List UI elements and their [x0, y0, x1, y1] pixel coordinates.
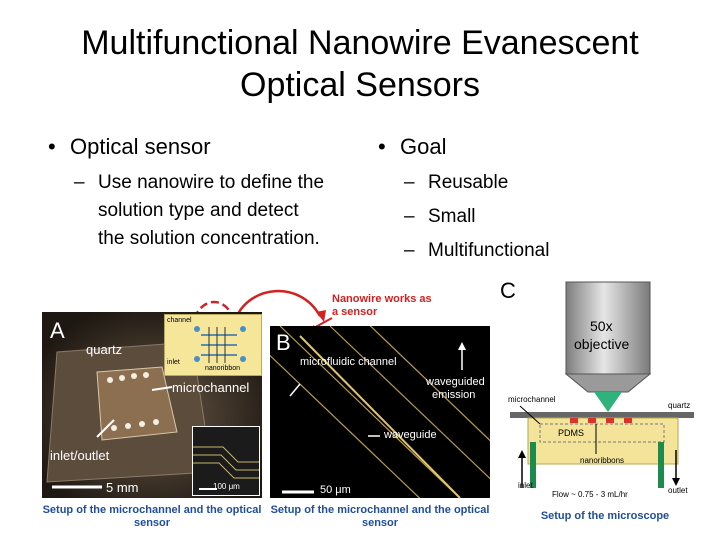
quartz-plate: [510, 412, 694, 418]
panel-c-objective-line-2: objective: [574, 336, 630, 352]
objective-tip: [564, 373, 652, 393]
panel-c-pdms-label: PDMS: [558, 428, 585, 438]
panel-c-nanoribbons-label: nanoribbons: [580, 456, 625, 465]
right-column: Goal Reusable Small Multifunctional: [378, 133, 678, 265]
panel-a-inlet-outlet-label: inlet/outlet: [50, 448, 110, 463]
slide-title: Multifunctional Nanowire Evanescent Opti…: [30, 22, 690, 106]
objective-body: [565, 281, 651, 375]
panel-c-outlet-label: outlet: [668, 486, 688, 495]
panel-c-microchannel-label: microchannel: [508, 395, 556, 404]
panel-b-waveguided-label-2: emission: [432, 389, 476, 401]
panel-b-waveguide-label: waveguide: [384, 429, 437, 441]
bullet-goal: Goal: [378, 133, 678, 161]
panel-b-waveguided-label-1: waveguided: [426, 376, 485, 388]
panel-c-drawing: [510, 281, 694, 488]
panel-c-quartz-label: quartz: [668, 401, 691, 410]
annotation-line-2: a sensor: [332, 306, 378, 318]
caption-panel-a: Setup of the microchannel and the optica…: [42, 504, 262, 529]
panel-a-microchannel-label: microchannel: [172, 380, 250, 395]
bullet-optical-sensor: Optical sensor: [48, 133, 348, 161]
sub-bullet-reusable: Reusable: [404, 169, 678, 197]
panel-a-scale-label: 5 mm: [106, 480, 139, 495]
annotation-curve-arrow: [234, 289, 322, 319]
panel-c-inlet-label: inlet: [518, 481, 533, 490]
micro-inset-scale: 100 μm: [213, 482, 240, 491]
micro-inset-drawing: [193, 446, 259, 490]
panel-a-inset-schematic: channel inlet nanoribbon: [164, 314, 262, 376]
panel-c-schematic: C 50x objective microchannel quartz PDMS…: [500, 276, 700, 502]
panel-a-photo: A quartz microchannel inlet/outlet 5 mm …: [42, 312, 262, 498]
panel-b-microfluidic-label: microfluidic channel: [300, 356, 397, 368]
light-cone: [594, 392, 622, 412]
inset-nanoribbon-label: nanoribbon: [205, 365, 241, 372]
inset-channel-label: channel: [167, 317, 192, 324]
inlet-tube: [530, 442, 536, 488]
caption-panel-c: Setup of the microscope: [540, 510, 670, 522]
channel-dashed: [539, 423, 665, 443]
panel-b-scene: [270, 326, 490, 498]
panel-b-scale-label: 50 μm: [320, 484, 351, 496]
panel-c-letter: C: [500, 278, 516, 303]
panel-a-quartz-label: quartz: [86, 342, 123, 357]
outlet-tube: [658, 442, 664, 488]
sub-bullet-multifunctional: Multifunctional: [404, 237, 678, 265]
nanoribbon-marks: [570, 418, 632, 423]
left-column: Optical sensor Use nanowire to define th…: [48, 133, 348, 253]
annotation-nanowire-sensor: Nanowire works as a sensor: [332, 293, 432, 319]
panel-a-scene: [42, 312, 262, 498]
chip-ports: [107, 372, 159, 431]
caption-panel-b: Setup of the microchannel and the optica…: [270, 504, 490, 529]
panel-a-letter: A: [50, 318, 65, 343]
title-line-2: Optical Sensors: [240, 66, 480, 104]
sub-bullet-nanowire: Use nanowire to define the solution type…: [74, 169, 328, 253]
panel-b-letter: B: [276, 330, 291, 355]
annotation-line-1: Nanowire works as: [332, 293, 432, 305]
panel-c-flow-label: Flow ~ 0.75 - 3 mL/hr: [552, 490, 628, 499]
inset-inlet-label: inlet: [167, 359, 180, 366]
panel-b-micrograph: B microfluidic channel waveguided emissi…: [270, 326, 490, 498]
title-line-1: Multifunctional Nanowire Evanescent: [81, 24, 639, 62]
inset-schematic-drawing: [194, 326, 246, 363]
panel-a-micro-inset: 100 μm: [192, 426, 260, 496]
sub-bullet-small: Small: [404, 203, 678, 231]
annotation-arrowhead-1: [316, 310, 326, 322]
pdms-block: [527, 417, 679, 465]
panel-c-objective-line-1: 50x: [590, 318, 613, 334]
